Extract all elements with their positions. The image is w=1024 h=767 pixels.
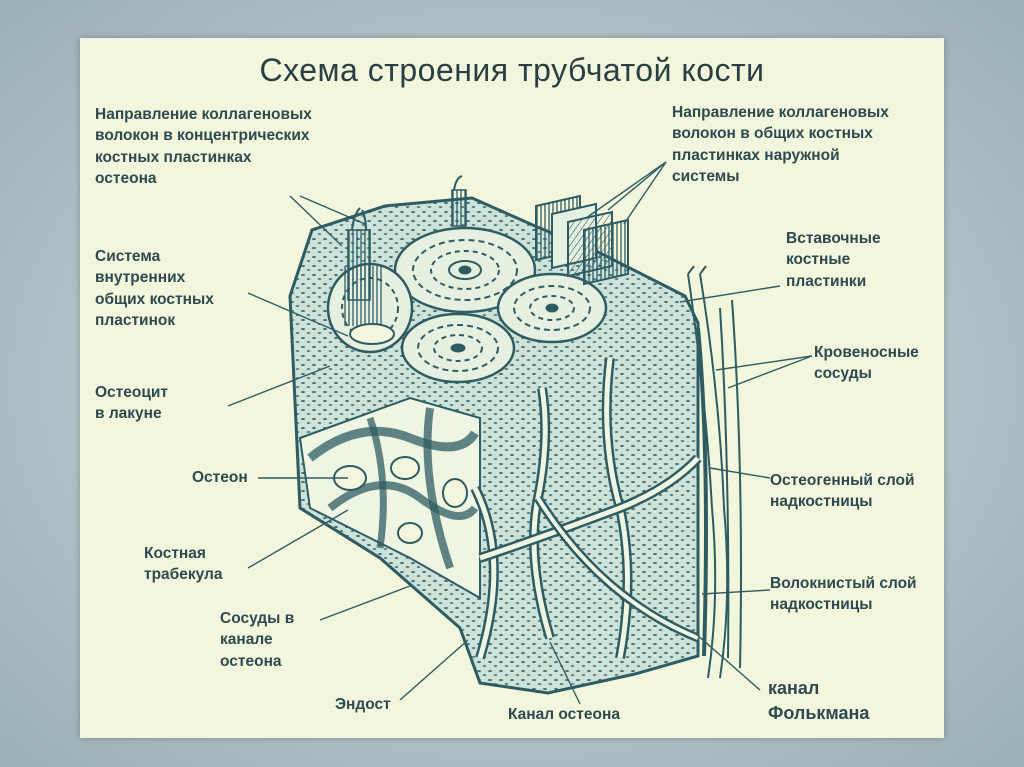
slide: Схема строения трубчатой кости — [80, 38, 944, 738]
label-inner-system: Система внутренних общих костных пластин… — [95, 248, 214, 330]
label-trabecula: Костная трабекула — [144, 545, 223, 584]
canals — [470, 357, 702, 660]
bone-illustration — [227, 161, 813, 705]
label-collagen-outer: Направление коллагеновых волокон в общих… — [672, 104, 889, 186]
osteon-1 — [393, 226, 537, 314]
label-osteon-canal: Канал остеона — [508, 706, 620, 723]
label-osteon: Остеон — [192, 469, 248, 486]
label-endosteum: Эндост — [335, 696, 391, 713]
osteons — [326, 175, 608, 384]
osteon-tube-2 — [451, 175, 467, 227]
label-osteocyte: Остеоцит в лакуне — [95, 384, 169, 423]
label-interstitial: Вставочные костные пластинки — [786, 230, 881, 290]
label-osteon-vessels: Сосуды в канале остеона — [220, 610, 295, 670]
osteon-tube-1 — [347, 207, 371, 301]
osteon-2 — [400, 312, 516, 384]
label-volkmann: канал Фолькмана — [768, 678, 870, 723]
label-fibrous: Волокнистый слой надкостницы — [770, 575, 917, 614]
trabecular-region — [298, 396, 481, 600]
label-collagen-concentric: Направление коллагеновых волокон в конце… — [95, 106, 312, 188]
label-osteogenic: Остеогенный слой надкостницы — [770, 472, 915, 511]
label-vessels: Кровеносные сосуды — [814, 344, 919, 383]
diagram-title: Схема строения трубчатой кости — [259, 52, 765, 88]
leader-lines — [227, 161, 813, 705]
osteon-3 — [496, 272, 608, 344]
blood-vessels — [687, 265, 729, 679]
outer-lamellae — [535, 194, 629, 286]
periosteum — [696, 299, 742, 669]
